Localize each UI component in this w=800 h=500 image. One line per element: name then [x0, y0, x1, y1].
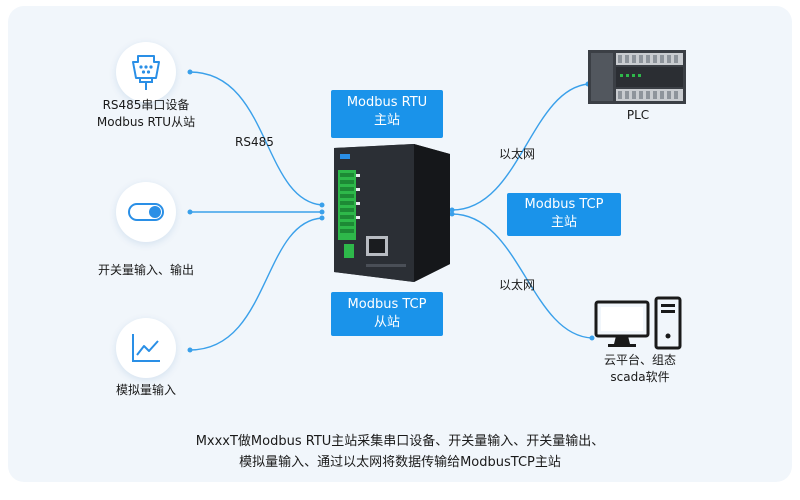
- dot-left-3: [187, 347, 193, 353]
- ethernet-top-label: 以太网: [499, 147, 536, 161]
- dot-device-right-1: [449, 207, 455, 213]
- caption-line1: MxxxT做Modbus RTU主站采集串口设备、开关量输入、开关量输出、: [195, 434, 605, 449]
- link-cloud: [451, 213, 593, 339]
- ethernet-bottom-label: 以太网: [499, 278, 536, 292]
- tcp-slave-line1: Modbus TCP: [347, 297, 427, 312]
- switch-io-label: 开关量输入、输出: [97, 263, 194, 277]
- dot-device-right-2: [449, 211, 455, 217]
- caption-line2: 模拟量输入、通过以太网将数据传输给ModbusTCP主站: [239, 455, 561, 470]
- serial-connector-icon: [132, 55, 160, 90]
- analog-input-node: [116, 318, 176, 378]
- gateway-device: [334, 144, 450, 282]
- diagram-caption: MxxxT做Modbus RTU主站采集串口设备、开关量输入、开关量输出、 模拟…: [0, 431, 800, 473]
- dot-left-2: [187, 209, 193, 215]
- dot-device-left-2: [319, 209, 325, 215]
- link-rs485-device: [189, 71, 323, 206]
- rtu-master-line1: Modbus RTU: [346, 95, 428, 110]
- link-plc: [451, 83, 589, 211]
- brand-logo-icon: [340, 154, 350, 159]
- rs485-device-line1: RS485串口设备: [102, 98, 190, 112]
- rs485-device-line2: Modbus RTU从站: [96, 115, 196, 129]
- analog-input-label: 模拟量输入: [115, 383, 176, 397]
- ethernet-port-icon: [366, 236, 388, 256]
- tcp-slave-line2: 从站: [373, 315, 400, 330]
- dot-device-left-3: [319, 215, 325, 221]
- power-terminal: [344, 244, 354, 258]
- link-analog: [189, 217, 323, 351]
- switch-io-node: [116, 182, 176, 242]
- cloud-platform-label: 云平台、组态 scada软件: [580, 352, 700, 386]
- serial-port-node: [116, 42, 176, 102]
- computer-icon: [594, 296, 682, 350]
- line-chart-icon: [132, 334, 160, 362]
- model-label-strip: [366, 264, 406, 267]
- modbus-rtu-master-box: Modbus RTU 主站: [331, 90, 443, 138]
- plc-label: PLC: [626, 108, 650, 122]
- tcp-master-line2: 主站: [550, 215, 577, 230]
- rs485-connection-label: RS485: [235, 135, 274, 149]
- rtu-master-line2: 主站: [373, 113, 400, 128]
- tcp-master-line1: Modbus TCP: [524, 197, 604, 212]
- dot-right-2: [589, 335, 595, 341]
- modbus-tcp-master-box: Modbus TCP 主站: [507, 193, 621, 236]
- cloud-line2: scada软件: [610, 370, 670, 384]
- green-terminal-block: [338, 170, 360, 240]
- rs485-device-label: RS485串口设备 Modbus RTU从站: [86, 97, 206, 131]
- dot-left-1: [187, 69, 193, 75]
- plc-icon: [588, 50, 686, 104]
- modbus-tcp-slave-box: Modbus TCP 从站: [331, 292, 443, 336]
- cloud-line1: 云平台、组态: [603, 353, 676, 367]
- toggle-switch-icon: [128, 203, 164, 221]
- dot-device-left-1: [319, 202, 325, 208]
